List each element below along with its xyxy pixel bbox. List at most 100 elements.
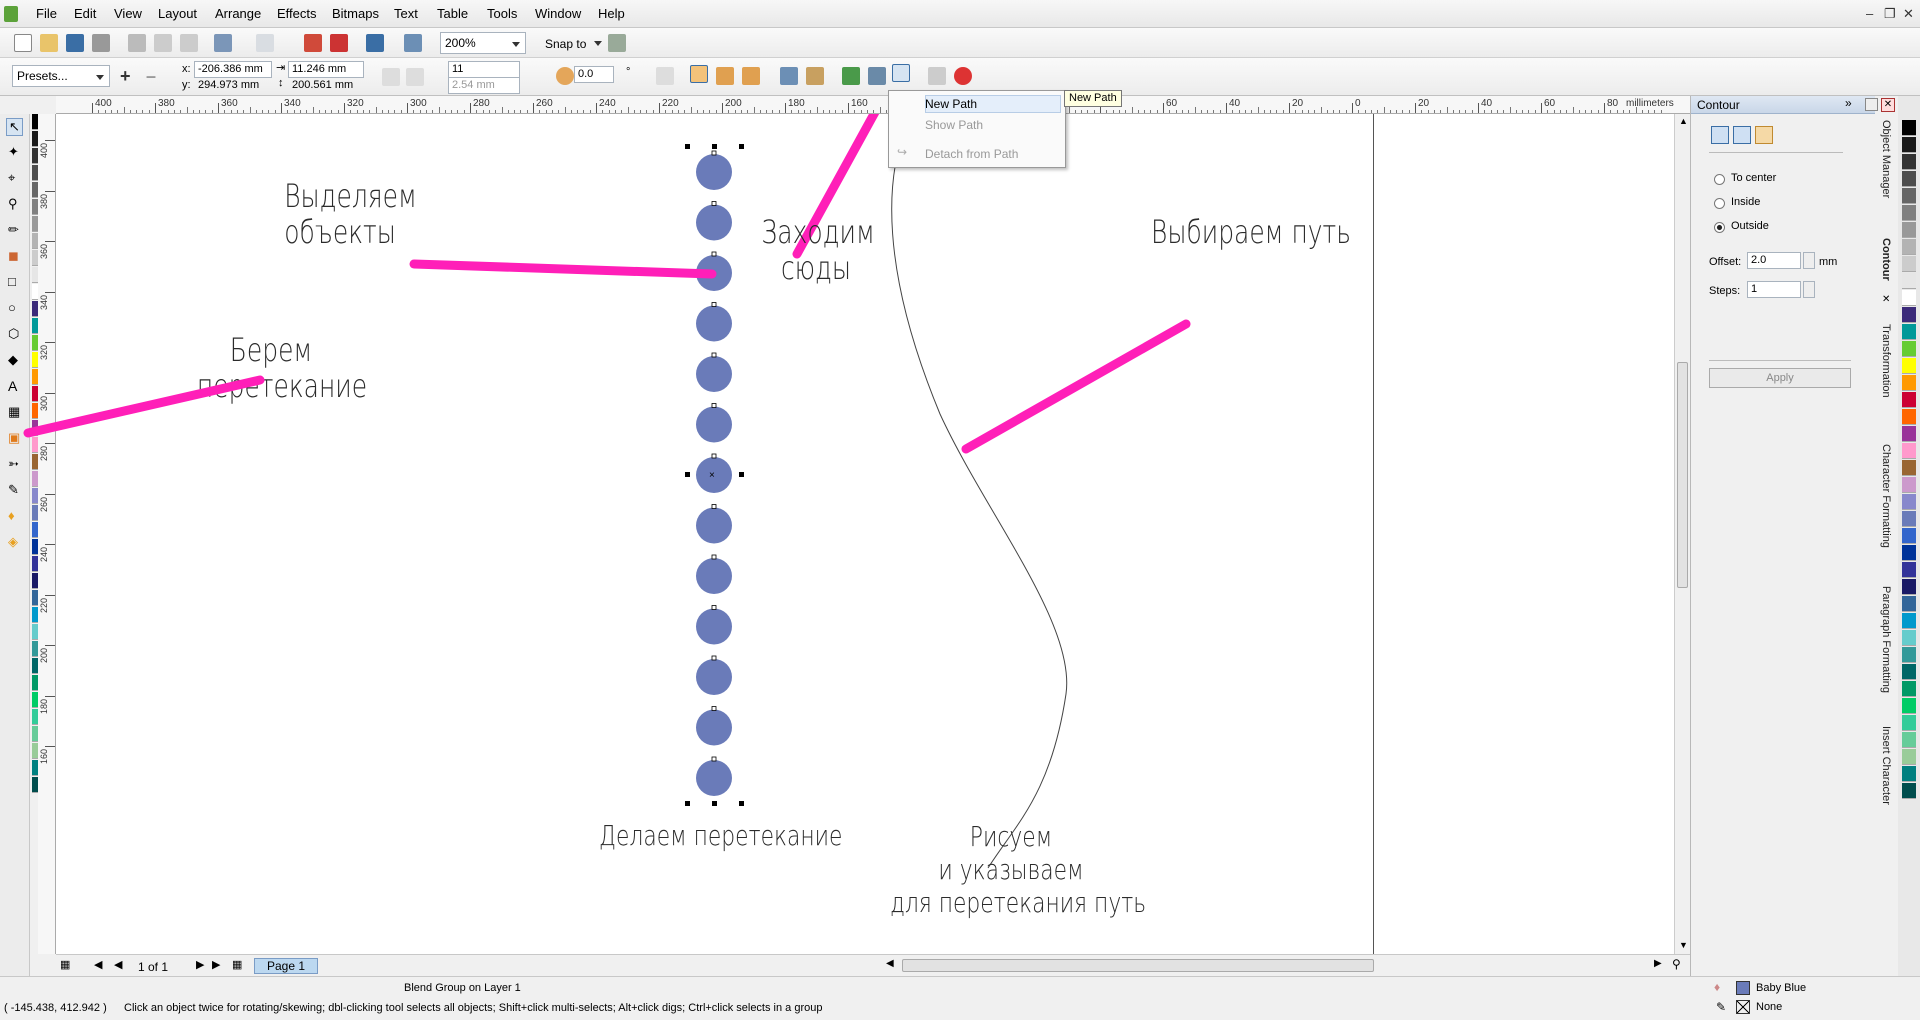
blend-circle[interactable] [696,457,732,493]
palette-swatch[interactable] [1902,562,1916,578]
y-position-field[interactable]: 294.973 mm [198,79,260,91]
snap-to-button[interactable]: Snap to [545,37,587,51]
horizontal-ruler[interactable]: 4003803603403203002802602402202001801601… [56,96,1690,114]
paste-icon[interactable] [180,34,198,52]
table-tool-icon[interactable]: ▦ [8,404,21,419]
palette-swatch[interactable] [1902,766,1916,782]
outline-tool-icon[interactable]: ✎ [8,482,19,497]
last-page-icon[interactable]: ▶ [212,959,221,971]
export-icon[interactable] [330,34,348,52]
menu-show-path[interactable]: Show Path [925,118,984,132]
menu-view[interactable]: View [114,6,142,21]
palette-swatch[interactable] [1902,579,1916,595]
polygon-tool-icon[interactable]: ⬡ [8,326,20,341]
copy-icon[interactable] [154,34,172,52]
presets-select[interactable]: Presets... [12,65,110,87]
palette-swatch[interactable] [1902,630,1916,646]
palette-swatch[interactable] [1902,137,1916,153]
width-field[interactable]: 11.246 mm [288,61,364,78]
accelerate-sizes-icon[interactable] [806,67,824,85]
outline-swatch[interactable] [1736,1000,1750,1014]
application-launcher-icon[interactable] [404,34,422,52]
blend-group[interactable] [696,150,732,796]
tab-close-icon[interactable]: ✕ [1882,294,1891,305]
docker-close-icon[interactable]: ✕ [1881,98,1895,112]
close-icon[interactable]: ✕ [1903,6,1914,21]
menu-detach-from-path[interactable]: Detach from Path [925,147,1019,161]
palette-swatch[interactable] [1902,341,1916,357]
palette-swatch[interactable] [1902,443,1916,459]
menu-edit[interactable]: Edit [74,6,97,21]
vertical-scrollbar[interactable]: ▲ ▼ [1674,114,1690,954]
contour-outside-icon[interactable] [1755,126,1773,144]
interactive-fill-tool-icon[interactable]: ◈ [8,534,18,549]
loop-blend-icon[interactable] [656,67,674,85]
scroll-up-icon[interactable]: ▲ [1679,116,1688,126]
steps-spinner[interactable] [1803,281,1815,298]
next-page-icon[interactable]: ▶ [196,959,205,971]
undo-icon[interactable] [214,34,232,52]
page-tab[interactable]: Page 1 [254,958,319,974]
publish-pdf-icon[interactable] [366,34,384,52]
previous-page-icon[interactable]: ◀ [114,959,123,971]
inside-radio[interactable] [1714,198,1725,209]
menu-table[interactable]: Table [437,6,469,21]
redo-icon[interactable] [256,34,274,52]
vertical-scroll-thumb[interactable] [1677,362,1688,588]
docker-minimize-icon[interactable] [1865,98,1878,111]
palette-swatch[interactable] [1902,205,1916,221]
path-properties-button[interactable] [892,64,910,82]
clear-blend-icon[interactable] [954,67,972,85]
blend-circle[interactable] [696,507,732,544]
palette-swatch[interactable] [1902,613,1916,629]
x-position-field[interactable]: -206.386 mm [194,61,272,78]
fill-tool-icon[interactable]: ♦ [8,508,15,523]
palette-swatch[interactable] [1902,494,1916,510]
height-field[interactable]: 200.561 mm [292,79,354,91]
color-palette-right[interactable] [1898,96,1920,976]
offset-spinner[interactable] [1803,252,1815,269]
outside-radio[interactable] [1714,222,1725,233]
palette-swatch[interactable] [1902,375,1916,391]
menu-effects[interactable]: Effects [277,6,317,21]
palette-swatch[interactable] [1902,511,1916,527]
drawing-canvas[interactable]: × Выделяем объекты Заходим сюды Выбираем… [56,114,1674,954]
freehand-tool-icon[interactable]: ✏ [8,222,19,237]
blend-direction-field[interactable]: 0.0 [574,66,614,83]
palette-swatch[interactable] [1902,749,1916,765]
fill-swatch[interactable] [1736,981,1750,995]
app-icon[interactable] [4,6,18,22]
palette-swatch[interactable] [1902,358,1916,374]
shape-tool-icon[interactable]: ✦ [8,144,19,159]
new-document-icon[interactable] [14,34,32,52]
smart-fill-tool-icon[interactable]: ◼ [8,248,19,263]
palette-swatch[interactable] [1902,732,1916,748]
palette-swatch[interactable] [1902,664,1916,680]
palette-swatch[interactable] [1902,477,1916,493]
first-page-icon[interactable]: ◀ [94,959,103,971]
blend-tool-icon[interactable]: ▣ [8,430,21,445]
palette-swatch[interactable] [1902,681,1916,697]
menu-help[interactable]: Help [598,6,625,21]
scroll-right-icon[interactable]: ▶ [1654,958,1662,969]
scroll-left-icon[interactable]: ◀ [886,958,894,969]
import-icon[interactable] [304,34,322,52]
apply-button[interactable]: Apply [1709,368,1851,388]
palette-swatch[interactable] [1902,647,1916,663]
blend-circle[interactable] [696,760,732,796]
to-center-radio[interactable] [1714,174,1725,185]
blend-circle[interactable] [696,305,732,342]
rectangle-tool-icon[interactable]: □ [8,274,16,289]
palette-swatch[interactable] [1902,256,1916,272]
palette-swatch[interactable] [1902,783,1916,799]
more-blend-options-icon[interactable] [842,67,860,85]
add-page-after-icon[interactable]: ▦ [232,959,243,971]
palette-swatch[interactable] [1902,273,1916,289]
blend-circle[interactable] [696,204,732,241]
blend-circle[interactable] [696,558,732,594]
crop-tool-icon[interactable]: ⌖ [8,170,16,185]
tab-transformation[interactable]: Transformation [1880,324,1892,398]
tab-object-manager[interactable]: Object Manager [1880,120,1892,199]
open-icon[interactable] [40,34,58,52]
